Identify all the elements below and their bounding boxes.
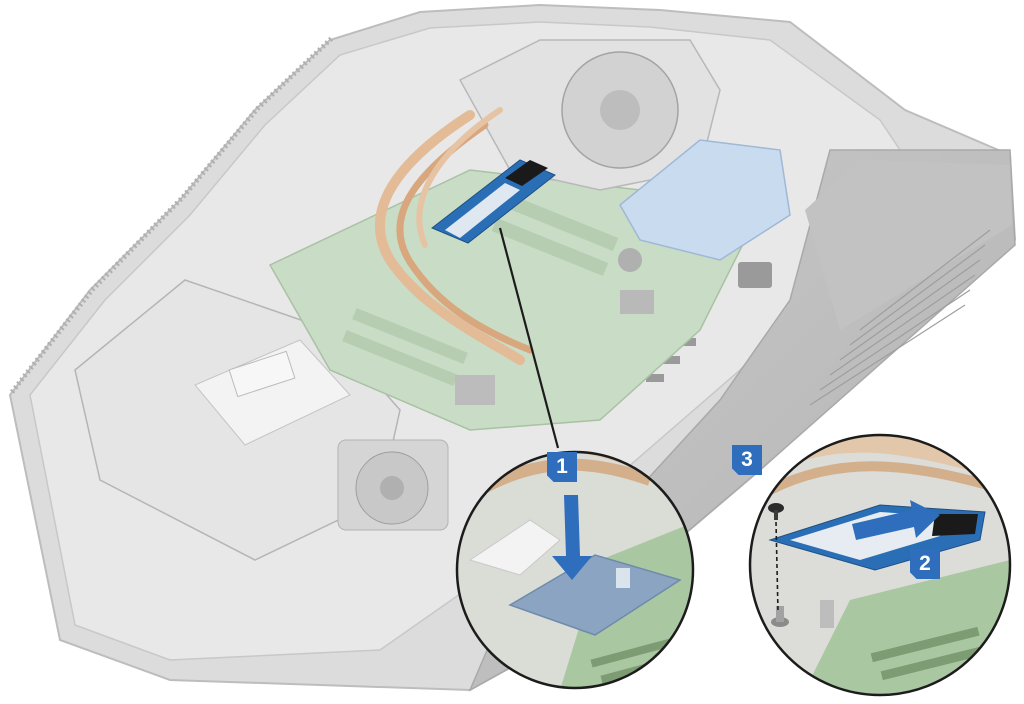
- detail-circle-ssd-install: [748, 433, 1012, 697]
- hdd-bracket: [619, 139, 791, 261]
- arrow-down-icon: [552, 495, 592, 580]
- step-2-badge: 2: [910, 549, 940, 579]
- m2-ssd-card: [431, 159, 556, 244]
- motherboard: [268, 169, 752, 431]
- blower-fan: [458, 39, 721, 191]
- heat-pipes: [375, 107, 534, 365]
- step-3-badge: 3: [732, 445, 762, 475]
- detail-circle-thermal-pad: [455, 450, 695, 690]
- system-fan: [337, 439, 449, 531]
- arrow-right-icon: [852, 500, 940, 540]
- callout-line: [498, 227, 560, 449]
- screw-icon: [768, 503, 784, 613]
- step-1-badge: 1: [547, 452, 577, 482]
